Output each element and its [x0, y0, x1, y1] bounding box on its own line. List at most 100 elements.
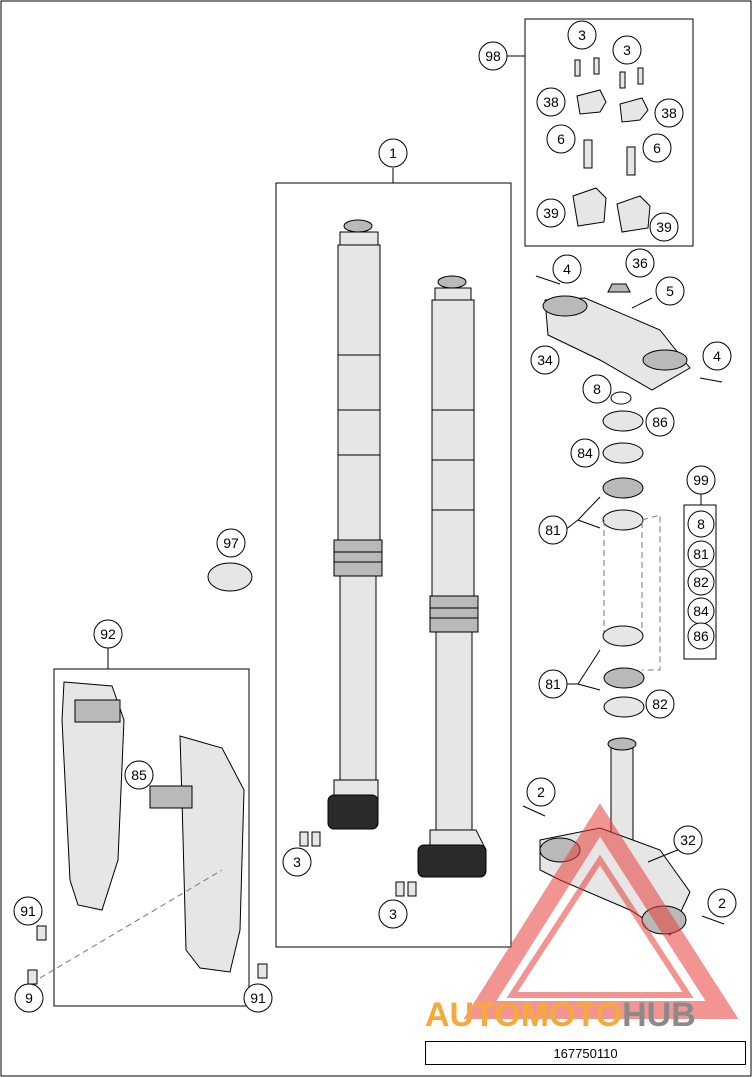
steering-bearing-stack	[602, 391, 661, 718]
callout-3: 3	[282, 847, 312, 877]
callout-85: 85	[124, 760, 154, 790]
callout-86: 86	[645, 407, 675, 437]
axle-clamp-bolts-right	[395, 881, 417, 897]
kit-99-item-82: 82	[687, 568, 715, 596]
leader-line	[577, 496, 601, 521]
callout-39: 39	[536, 198, 566, 228]
leader-line	[577, 649, 601, 685]
kit-99-item-81: 81	[687, 540, 715, 568]
guard-bolts	[27, 869, 268, 985]
callout-label: 82	[652, 696, 668, 712]
callout-91: 91	[13, 896, 43, 926]
callout-5: 5	[655, 276, 685, 306]
callout-38: 38	[654, 98, 684, 128]
upper-triple-clamp	[535, 275, 723, 391]
callout-label: 5	[666, 283, 674, 299]
callout-2: 2	[526, 777, 556, 807]
callout-4: 4	[702, 341, 732, 371]
callout-91: 91	[243, 983, 273, 1013]
callout-label: 3	[578, 27, 586, 43]
handlebar-clamp-kit-box	[524, 18, 694, 247]
callout-38: 38	[536, 87, 566, 117]
right-fork-guard	[149, 735, 245, 973]
callout-label: 6	[653, 140, 661, 156]
callout-34: 34	[530, 345, 560, 375]
left-fork-guard	[61, 681, 125, 911]
fork-nut-ring	[207, 562, 253, 592]
callout-98: 98	[478, 41, 508, 71]
callout-82: 82	[645, 689, 675, 719]
callout-label: 1	[389, 145, 397, 161]
kit-99-item-label: 86	[693, 628, 709, 644]
callout-92: 92	[93, 619, 123, 649]
callout-label: 2	[718, 895, 726, 911]
kit-99-item-label: 84	[693, 603, 709, 619]
callout-label: 34	[537, 352, 553, 368]
callout-label: 3	[623, 42, 631, 58]
callout-label: 92	[100, 626, 116, 642]
right-fork-leg	[417, 275, 487, 878]
callout-label: 9	[25, 990, 33, 1006]
callout-6: 6	[642, 133, 672, 163]
callout-label: 91	[20, 903, 36, 919]
bearing-kit-box	[683, 504, 717, 660]
callout-label: 4	[563, 261, 571, 277]
callout-8: 8	[582, 374, 612, 404]
callout-label: 2	[537, 784, 545, 800]
watermark-text: AUTOMOTOHUB	[425, 996, 696, 1034]
callout-label: 99	[693, 472, 709, 488]
left-fork-leg	[327, 219, 383, 830]
callout-label: 3	[389, 906, 397, 922]
callout-6: 6	[546, 124, 576, 154]
callout-81: 81	[538, 515, 568, 545]
callout-label: 39	[543, 205, 559, 221]
kit-99-item-84: 84	[687, 597, 715, 625]
watermark	[463, 803, 739, 1019]
handlebar-clamp-parts	[572, 57, 651, 233]
callout-97: 97	[216, 528, 246, 558]
callout-label: 38	[661, 105, 677, 121]
callout-label: 81	[545, 676, 561, 692]
callout-99: 99	[686, 465, 716, 495]
callout-label: 98	[485, 48, 501, 64]
leader-line	[577, 519, 601, 529]
callout-label: 84	[577, 445, 593, 461]
callout-label: 38	[543, 94, 559, 110]
callout-label: 4	[713, 348, 721, 364]
callout-label: 3	[293, 854, 301, 870]
leader-line	[577, 683, 601, 691]
document-number: 167750110	[425, 1041, 746, 1065]
kit-99-item-label: 8	[697, 516, 705, 532]
callout-label: 81	[545, 522, 561, 538]
callout-label: 97	[223, 535, 239, 551]
callout-4: 4	[552, 254, 582, 284]
callout-3: 3	[612, 35, 642, 65]
callout-label: 6	[557, 131, 565, 147]
kit-99-item-label: 81	[693, 546, 709, 562]
kit-99-item-label: 82	[693, 574, 709, 590]
callout-label: 85	[131, 767, 147, 783]
callout-label: 39	[656, 219, 672, 235]
callout-1: 1	[378, 138, 408, 168]
kit-99-item-8: 8	[687, 510, 715, 538]
callout-9: 9	[14, 983, 44, 1013]
callout-81: 81	[538, 669, 568, 699]
callout-3: 3	[378, 899, 408, 929]
callout-label: 8	[593, 381, 601, 397]
callout-32: 32	[673, 825, 703, 855]
callout-2: 2	[707, 888, 737, 918]
callout-39: 39	[649, 212, 679, 242]
callout-label: 32	[680, 832, 696, 848]
callout-3: 3	[567, 20, 597, 50]
kit-99-item-86: 86	[687, 622, 715, 650]
callout-label: 36	[632, 255, 648, 271]
callout-84: 84	[570, 438, 600, 468]
fork-guard-kit-box	[53, 668, 250, 1007]
callout-label: 91	[250, 990, 266, 1006]
callout-label: 86	[652, 414, 668, 430]
callout-36: 36	[625, 248, 655, 278]
